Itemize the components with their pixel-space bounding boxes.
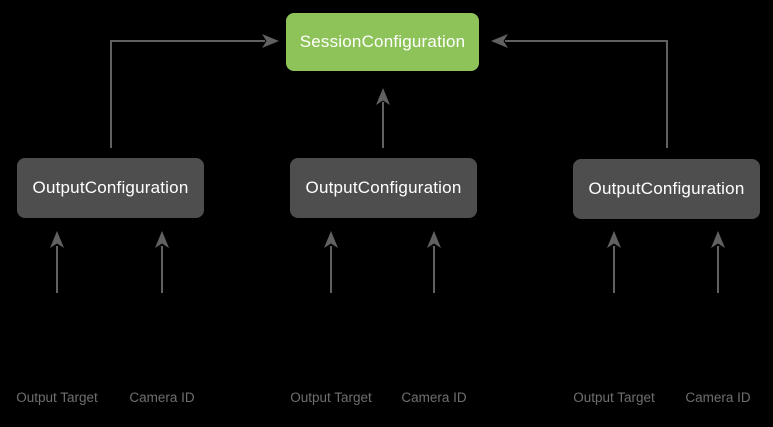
input-label-camera-id-2: Camera ID bbox=[401, 390, 467, 405]
input-label-output-target-2: Output Target bbox=[290, 390, 372, 405]
input-label-output-target-3: Output Target bbox=[573, 390, 655, 405]
arrow-output-target-1-to-output1 bbox=[50, 231, 64, 293]
output-configuration-label-1: OutputConfiguration bbox=[32, 178, 189, 197]
input-label-camera-id-3: Camera ID bbox=[685, 390, 751, 405]
output-configuration-label-3: OutputConfiguration bbox=[588, 179, 745, 198]
arrow-output2-to-session bbox=[376, 88, 390, 148]
arrow-camera-id-2-to-output2 bbox=[427, 231, 441, 293]
arrow-camera-id-1-to-output1 bbox=[155, 231, 169, 293]
output-configuration-node-1: OutputConfiguration bbox=[17, 158, 204, 218]
output-configuration-node-2: OutputConfiguration bbox=[290, 158, 477, 218]
input-label-output-target-1: Output Target bbox=[16, 390, 98, 405]
arrow-output1-to-session bbox=[110, 34, 279, 148]
arrow-output-target-3-to-output3 bbox=[607, 231, 621, 293]
input-label-camera-id-1: Camera ID bbox=[129, 390, 195, 405]
session-configuration-node: SessionConfiguration bbox=[286, 13, 479, 71]
output-configuration-node-3: OutputConfiguration bbox=[573, 159, 760, 219]
session-configuration-label: SessionConfiguration bbox=[299, 32, 466, 51]
arrow-output-target-2-to-output2 bbox=[324, 231, 338, 293]
output-configuration-label-2: OutputConfiguration bbox=[305, 178, 462, 197]
arrow-output3-to-session bbox=[491, 34, 668, 148]
arrow-camera-id-3-to-output3 bbox=[711, 231, 725, 293]
